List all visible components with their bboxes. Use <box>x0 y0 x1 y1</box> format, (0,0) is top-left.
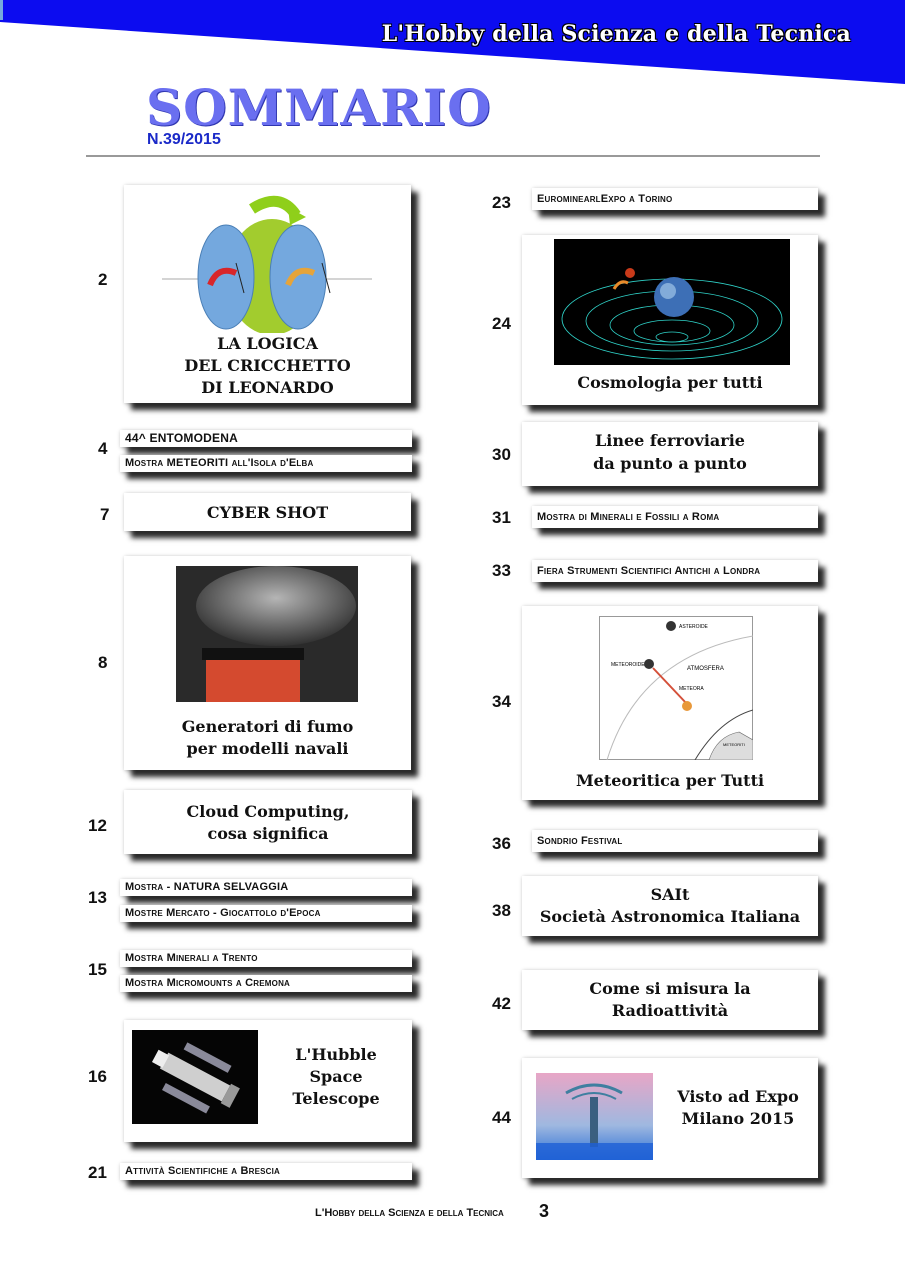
entry-brescia[interactable]: Attività Scientifiche a Brescia <box>120 1163 412 1180</box>
entry-title: L'Hubble <box>295 1045 377 1064</box>
entry-title: Milano 2015 <box>681 1109 795 1128</box>
entry-title: per modelli navali <box>186 739 349 758</box>
meteorite-diagram: ASTEROIDE METEOROIDE ATMOSFERA METEORA M… <box>599 616 753 760</box>
entry-page-number: 38 <box>492 901 511 920</box>
entry-title: Radioattività <box>611 1001 729 1020</box>
entry-page-number: 8 <box>98 653 108 672</box>
entry-title: cosa significa <box>207 824 329 843</box>
entry-label: Mostra Minerali a Trento <box>125 952 258 964</box>
expo-tree-photo <box>536 1073 653 1160</box>
entry-label: Mostra di Minerali e Fossili a Roma <box>537 511 720 523</box>
entry-title: Come si misura la <box>589 979 751 998</box>
entry-sait[interactable]: SAIt Società Astronomica Italiana <box>522 876 818 936</box>
entry-page-number: 23 <box>492 193 511 212</box>
entry-label: Fiera Strumenti Scientifici Antichi a Lo… <box>537 565 761 577</box>
footer-magazine-name: L'Hobby della Scienza e della Tecnica <box>315 1207 504 1219</box>
entry-label: 44^ ENTOMODENA <box>125 431 238 445</box>
entry-page-number: 24 <box>492 314 511 333</box>
entry-page-number: 2 <box>98 270 108 289</box>
smoke-generator-photo <box>176 566 358 702</box>
entry-hubble[interactable]: L'Hubble Space Telescope <box>124 1020 412 1142</box>
entry-title: Società Astronomica Italiana <box>539 907 801 926</box>
entry-label: Mostra Micromounts a Cremona <box>125 977 291 989</box>
entry-page-number: 44 <box>492 1108 511 1127</box>
entry-meteoriti-elba[interactable]: Mostra METEORITI all'Isola d'Elba <box>120 455 412 472</box>
entry-title: Cloud Computing, <box>186 802 350 821</box>
entry-page-number: 13 <box>88 888 107 907</box>
entry-entomodena[interactable]: 44^ ENTOMODENA <box>120 430 412 447</box>
banner-title: L'Hobby della Scienza e della Tecnica <box>381 21 851 47</box>
entry-smoke-generators[interactable]: Generatori di fumo per modelli navali <box>124 556 411 770</box>
entry-label: EurominearlExpo a Torino <box>537 193 673 205</box>
entry-page-number: 30 <box>492 445 511 464</box>
entry-page-number: 7 <box>100 505 110 524</box>
entry-natura-selvaggia[interactable]: Mostra - NATURA SELVAGGIA <box>120 879 412 896</box>
ratchet-illustration <box>162 195 372 333</box>
footer-page-number: 3 <box>539 1201 550 1221</box>
header-banner <box>0 0 905 84</box>
fig-label: ASTEROIDE <box>679 624 709 630</box>
entry-title: DEL CRICCHETTO <box>184 356 351 375</box>
fig-label: METEORITI <box>723 742 745 747</box>
entry-page-number: 42 <box>492 994 511 1013</box>
issue-number: N.39/2015 <box>147 131 221 148</box>
page-title: SOMMARIO <box>146 78 492 137</box>
entry-page-number: 33 <box>492 561 511 580</box>
entry-fiera-londra[interactable]: Fiera Strumenti Scientifici Antichi a Lo… <box>532 560 818 582</box>
entry-label: Sondrio Festival <box>537 835 623 847</box>
entry-title: LA LOGICA <box>217 334 318 353</box>
entry-title: Cosmologia per tutti <box>577 373 763 392</box>
entry-label: Mostra METEORITI all'Isola d'Elba <box>125 457 314 469</box>
entry-expo-milano[interactable]: Visto ad Expo Milano 2015 <box>522 1058 818 1178</box>
entry-radioattivita[interactable]: Come si misura la Radioattività <box>522 970 818 1030</box>
fig-label: ATMOSFERA <box>687 666 724 672</box>
entry-ratchet[interactable]: LA LOGICA DEL CRICCHETTO DI LEONARDO <box>124 185 411 403</box>
entry-label: Mostre Mercato - Giocattolo d'Epoca <box>125 907 321 919</box>
entry-page-number: 34 <box>492 692 511 711</box>
entry-page-number: 15 <box>88 960 107 979</box>
entry-title: Space <box>309 1067 363 1086</box>
entry-micromounts-cremona[interactable]: Mostra Micromounts a Cremona <box>120 975 412 992</box>
entry-label: Attività Scientifiche a Brescia <box>125 1165 281 1177</box>
entry-giocattolo-epoca[interactable]: Mostre Mercato - Giocattolo d'Epoca <box>120 905 412 922</box>
entry-cloud-computing[interactable]: Cloud Computing, cosa significa <box>124 790 412 854</box>
entry-page-number: 36 <box>492 834 511 853</box>
hubble-photo <box>132 1030 258 1124</box>
title-divider <box>86 155 820 157</box>
entry-meteoritica[interactable]: ASTEROIDE METEOROIDE ATMOSFERA METEORA M… <box>522 606 818 800</box>
entry-title: Visto ad Expo <box>677 1087 799 1106</box>
entry-title: DI LEONARDO <box>201 378 334 397</box>
entry-sondrio[interactable]: Sondrio Festival <box>532 830 818 852</box>
entry-title: Meteoritica per Tutti <box>575 771 765 790</box>
entry-linee-ferroviarie[interactable]: Linee ferroviarie da punto a punto <box>522 422 818 486</box>
entry-cyber-shot[interactable]: CYBER SHOT <box>124 493 411 531</box>
entry-minerali-roma[interactable]: Mostra di Minerali e Fossili a Roma <box>532 506 818 528</box>
entry-label: Mostra - NATURA SELVAGGIA <box>125 881 289 893</box>
entry-minerali-trento[interactable]: Mostra Minerali a Trento <box>120 950 412 967</box>
entry-title: da punto a punto <box>593 454 747 473</box>
entry-page-number: 16 <box>88 1067 107 1086</box>
spacetime-illustration <box>554 239 790 365</box>
entry-title: CYBER SHOT <box>206 503 329 522</box>
fig-label: METEOROIDE <box>611 662 645 668</box>
entry-page-number: 21 <box>88 1163 107 1182</box>
entry-title: SAIt <box>650 885 690 904</box>
entry-title: Generatori di fumo <box>181 717 354 736</box>
entry-page-number: 12 <box>88 816 107 835</box>
fig-label: METEORA <box>679 686 704 692</box>
entry-title: Telescope <box>292 1089 380 1108</box>
entry-page-number: 31 <box>492 508 511 527</box>
entry-title: Linee ferroviarie <box>595 431 745 450</box>
entry-euromineral[interactable]: EurominearlExpo a Torino <box>532 188 818 210</box>
entry-page-number: 4 <box>98 439 108 458</box>
entry-cosmologia[interactable]: Cosmologia per tutti <box>522 235 818 405</box>
